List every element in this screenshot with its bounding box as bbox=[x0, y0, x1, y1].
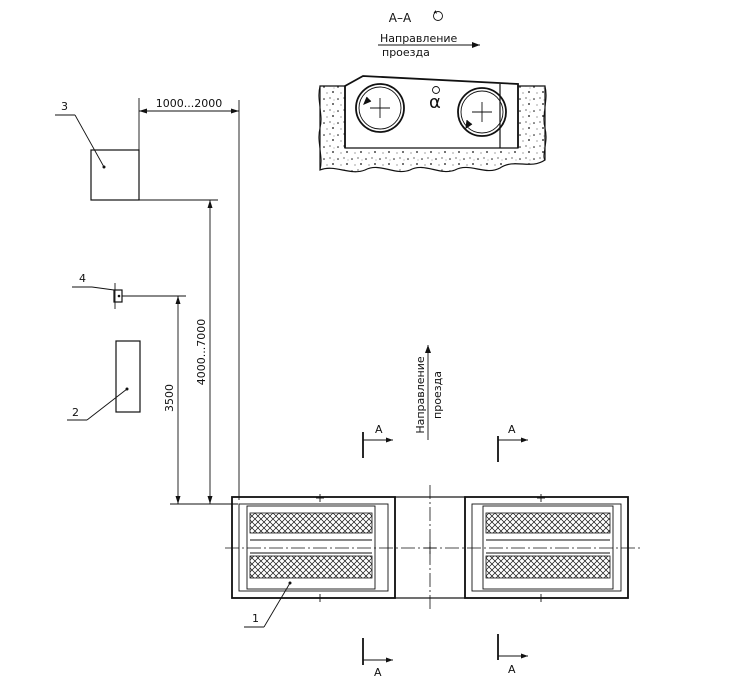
dimension-horizontal-label: 1000...2000 bbox=[156, 97, 222, 110]
left-roller-block bbox=[231, 496, 396, 599]
callout-3: 3 bbox=[61, 100, 68, 113]
section-a-a: А–А Направление проезда α bbox=[318, 10, 547, 173]
svg-text:А: А bbox=[508, 423, 516, 436]
section-mark-bottom-left: А bbox=[362, 638, 393, 679]
section-direction-line2: проезда bbox=[382, 46, 430, 59]
dimension-horizontal: 1000...2000 bbox=[139, 97, 240, 500]
section-title: А–А bbox=[389, 11, 412, 25]
item-4-sensor: 4 bbox=[72, 272, 186, 309]
dimension-vertical-long: 4000...7000 bbox=[195, 200, 213, 504]
svg-text:А: А bbox=[508, 663, 516, 676]
arrowhead-icon bbox=[425, 345, 431, 353]
svg-text:А: А bbox=[374, 666, 382, 679]
item-3-console: 3 bbox=[55, 98, 218, 201]
dimension-vertical-short-label: 3500 bbox=[163, 384, 176, 412]
callout-4: 4 bbox=[79, 272, 86, 285]
concrete-foundation bbox=[319, 85, 546, 173]
dimension-vertical-long-label: 4000...7000 bbox=[195, 319, 208, 385]
frame-outline bbox=[344, 75, 519, 148]
section-mark-top-right: А bbox=[497, 423, 528, 462]
plan-direction: Направление проезда bbox=[414, 345, 444, 440]
roller-left bbox=[355, 83, 405, 133]
section-mark-top-left: А bbox=[362, 423, 393, 458]
arrowhead-icon bbox=[472, 42, 480, 48]
section-direction-line1: Направление bbox=[380, 32, 458, 45]
plan-direction-line1: Направление bbox=[414, 356, 427, 434]
rotate-icon bbox=[433, 10, 443, 21]
svg-text:А: А bbox=[375, 423, 383, 436]
plan-direction-line2: проезда bbox=[431, 371, 444, 419]
dimension-vertical-short: 3500 bbox=[163, 296, 181, 504]
right-roller-block bbox=[464, 496, 629, 599]
section-mark-bottom-right: А bbox=[497, 634, 528, 676]
roller-right bbox=[457, 87, 507, 137]
angle-label: α bbox=[429, 92, 441, 113]
callout-1: 1 bbox=[252, 612, 259, 625]
roller-stand-plan: 1 bbox=[170, 485, 640, 628]
item-2-display: 2 bbox=[67, 340, 141, 421]
callout-2: 2 bbox=[72, 406, 79, 419]
